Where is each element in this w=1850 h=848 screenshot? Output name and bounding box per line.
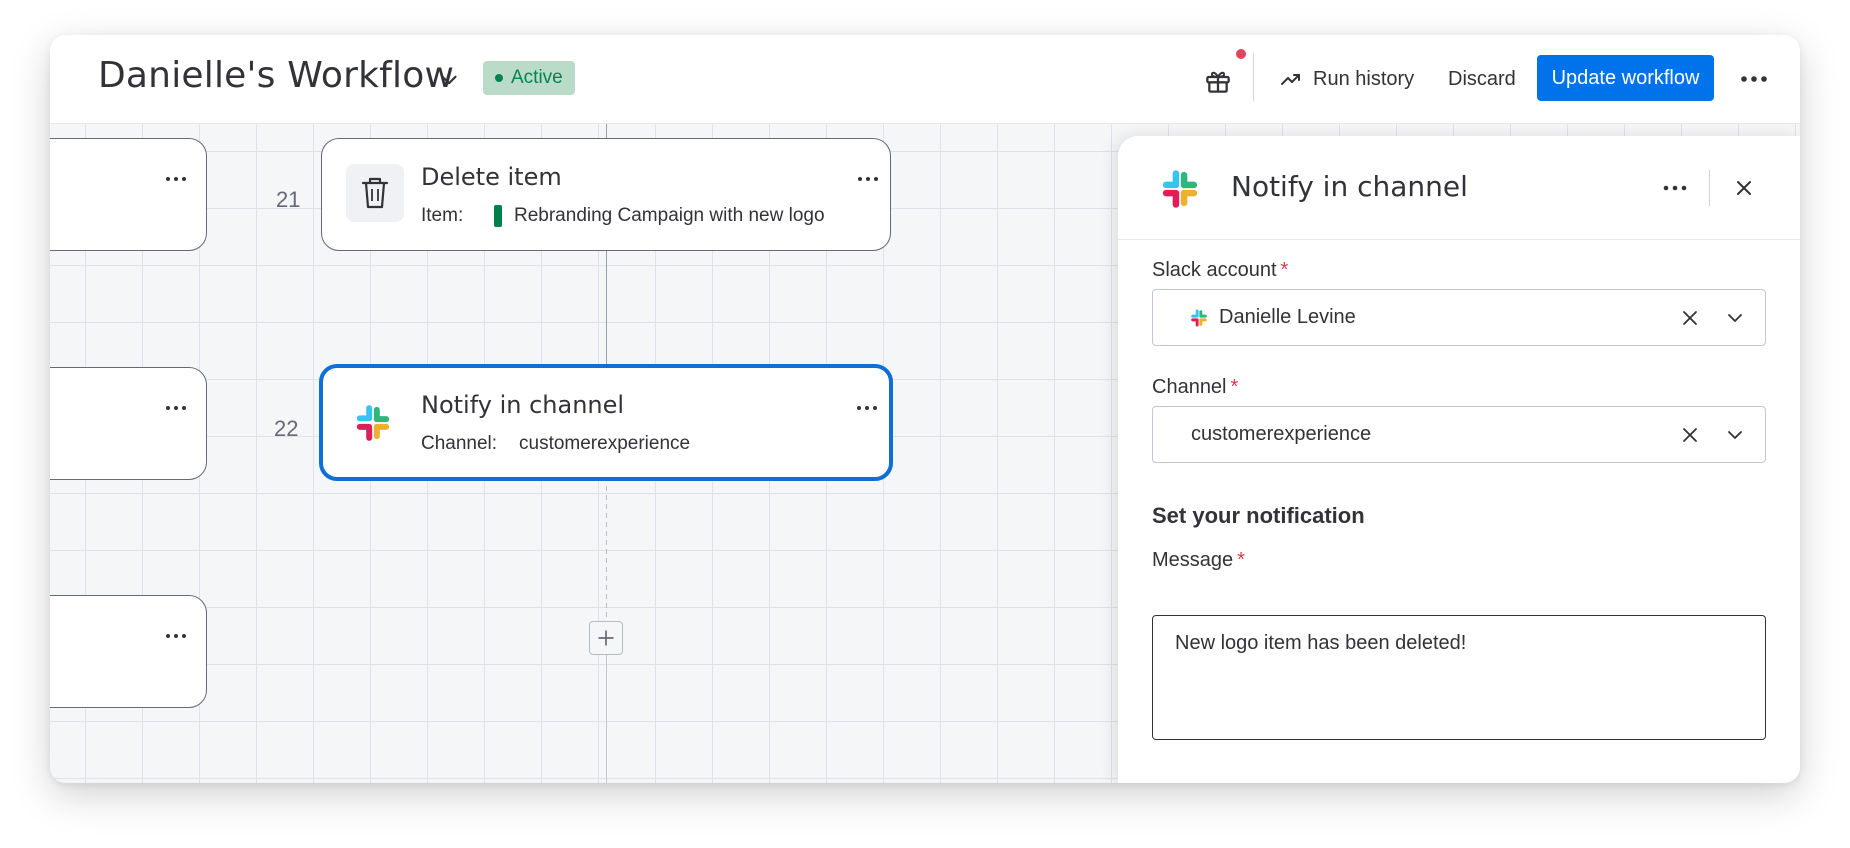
section-title: Set your notification [1152, 503, 1365, 528]
close-icon[interactable] [1679, 424, 1701, 446]
more-horizontal-icon[interactable] [856, 175, 880, 183]
slack-logo-icon [1162, 170, 1198, 208]
step-number: 21 [276, 187, 301, 212]
status-dot-icon [495, 74, 503, 82]
slack-account-select[interactable]: Danielle Levine [1152, 289, 1766, 346]
chevron-down-icon[interactable] [1724, 424, 1746, 446]
close-icon[interactable] [1729, 173, 1759, 203]
channel-value: customerexperience [1191, 423, 1372, 445]
chevron-down-icon[interactable] [436, 67, 462, 93]
step-number: 22 [274, 416, 299, 441]
slack-account-label: Slack account* [1152, 259, 1289, 281]
more-horizontal-icon[interactable] [164, 404, 188, 412]
run-history-button[interactable]: Run history [1279, 63, 1414, 95]
more-horizontal-icon[interactable] [164, 175, 188, 183]
step-title: Delete item [421, 163, 562, 191]
connector-dashed-line [606, 486, 607, 621]
workflow-header: Danielle's Workflow Active Run history D… [50, 35, 1800, 124]
step-settings-panel: Notify in channel Slack account* [1118, 136, 1800, 783]
more-horizontal-icon[interactable] [1736, 63, 1772, 95]
trash-icon [361, 177, 389, 209]
gift-icon[interactable] [1202, 65, 1234, 97]
group-color-indicator [494, 205, 502, 227]
workflow-node-partial[interactable] [50, 138, 207, 251]
slack-logo-icon [1191, 309, 1207, 327]
panel-header-divider [1709, 170, 1710, 206]
step-node-notify-in-channel[interactable]: Notify in channel Channel: customerexper… [319, 364, 893, 481]
slack-logo-icon [356, 405, 390, 441]
header-divider [1253, 53, 1254, 101]
channel-label: Channel* [1152, 376, 1239, 398]
step-title: Notify in channel [421, 391, 625, 419]
more-horizontal-icon[interactable] [164, 632, 188, 640]
update-workflow-button[interactable]: Update workflow [1537, 55, 1714, 101]
step-icon-box [346, 164, 404, 222]
more-horizontal-icon[interactable] [1660, 173, 1690, 203]
workflow-title[interactable]: Danielle's Workflow [98, 55, 455, 96]
step-sub-value: Rebranding Campaign with new logo [514, 205, 825, 226]
panel-header: Notify in channel [1118, 136, 1800, 240]
channel-select[interactable]: customerexperience [1152, 406, 1766, 463]
connector-line-lower [606, 655, 607, 783]
trend-up-icon [1281, 74, 1300, 85]
step-sub-label: Item: [421, 205, 464, 226]
more-horizontal-icon[interactable] [855, 404, 879, 412]
status-badge: Active [483, 61, 575, 95]
panel-title: Notify in channel [1231, 170, 1468, 203]
step-sub-label: Channel: [421, 433, 498, 454]
close-icon[interactable] [1679, 307, 1701, 329]
message-textarea[interactable]: New logo item has been deleted! [1152, 615, 1766, 740]
notification-dot [1236, 49, 1246, 59]
discard-button[interactable]: Discard [1448, 67, 1516, 90]
add-step-button[interactable] [589, 621, 623, 655]
run-history-label: Run history [1313, 67, 1415, 90]
step-sub-value: customerexperience [519, 433, 691, 454]
workflow-node-partial[interactable] [50, 595, 207, 708]
step-node-delete-item[interactable]: Delete item Item: Rebranding Campaign wi… [321, 138, 891, 251]
workflow-node-partial[interactable] [50, 367, 207, 480]
status-label: Active [511, 67, 563, 88]
workflow-window: Danielle's Workflow Active Run history D… [50, 35, 1800, 783]
slack-account-value: Danielle Levine [1219, 306, 1356, 328]
chevron-down-icon[interactable] [1724, 307, 1746, 329]
message-label: Message* [1152, 549, 1245, 571]
